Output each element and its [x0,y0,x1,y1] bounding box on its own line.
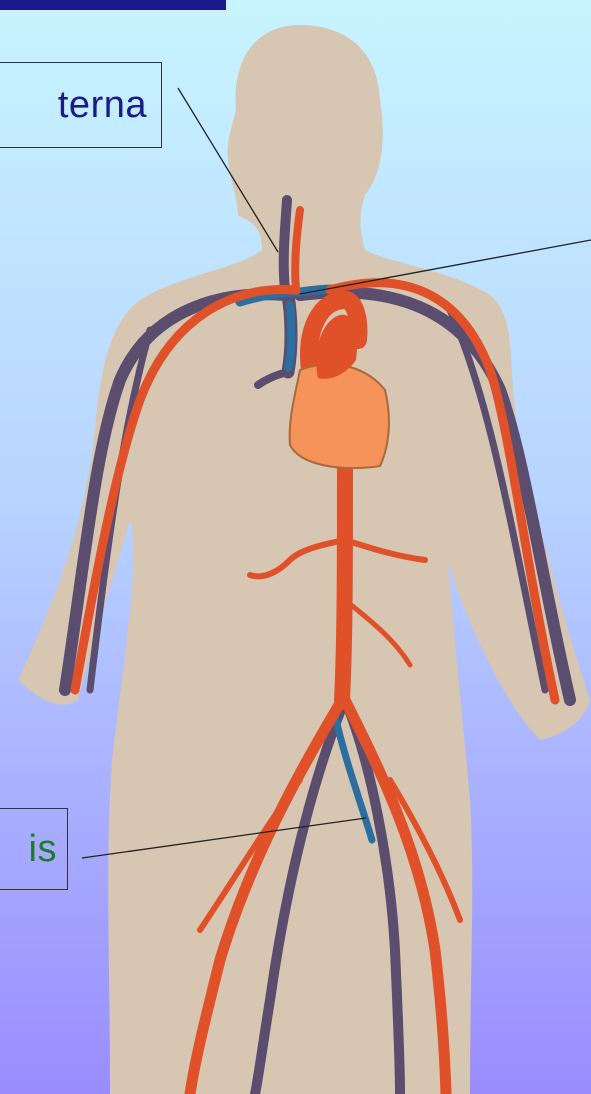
descending-aorta [342,470,345,700]
carotid-artery [295,210,300,290]
vena-cava-highlight [288,305,291,368]
jugular-vein-left [284,200,287,290]
heart [290,364,389,468]
